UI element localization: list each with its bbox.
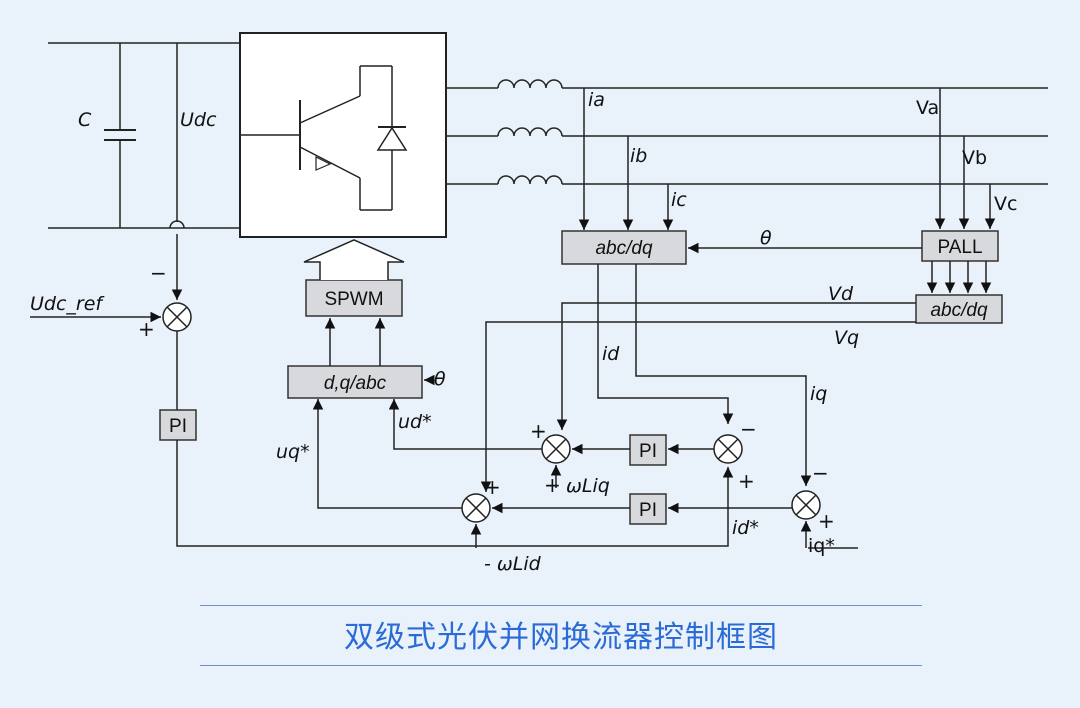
sign-plus-wliq: +	[544, 473, 561, 497]
ac-phases	[446, 79, 1048, 185]
gate-signal-arrow	[303, 239, 405, 280]
summer-iq	[791, 490, 821, 520]
id-star-label: id*	[732, 517, 759, 539]
sign-plus-iq: +	[818, 509, 835, 533]
iq-label: iq	[810, 383, 827, 405]
id-label: id	[602, 343, 620, 365]
wlid-label: - ωLid	[484, 553, 542, 575]
spwm-block	[305, 279, 403, 317]
summer-id	[713, 434, 743, 464]
abc-dq-voltage-block	[915, 294, 1003, 324]
sign-plus-id: +	[738, 469, 755, 493]
vb-label: Vb	[962, 147, 987, 169]
pall-block	[921, 230, 999, 262]
pi-dc-block	[159, 409, 197, 441]
caption-rule-bottom	[200, 665, 922, 666]
inverter-box	[239, 32, 447, 238]
sign-plus-uq: +	[484, 475, 501, 499]
dc-bus	[48, 42, 240, 300]
pi-q-block	[629, 493, 667, 525]
sign-minus-iq: −	[812, 461, 829, 485]
sign-plus-dc: +	[138, 317, 155, 341]
sign-minus-dc: −	[150, 261, 167, 285]
pi-q-label: PI	[639, 500, 657, 521]
vq-label: Vq	[834, 327, 859, 349]
abc-dq-current-block	[561, 230, 687, 265]
pi-d-block	[629, 434, 667, 466]
ic-label: ic	[671, 189, 687, 211]
ib-label: ib	[630, 145, 647, 167]
theta2-label: θ	[434, 368, 446, 390]
wliq-label: ωLiq	[566, 475, 610, 497]
abc-dq-current-label: abc/dq	[595, 238, 652, 259]
vc-label: Vc	[994, 193, 1017, 215]
ud-star-label: ud*	[398, 411, 432, 433]
pi-dc-label: PI	[169, 416, 187, 437]
spwm-label: SPWM	[324, 289, 383, 310]
caption-rule-top	[200, 605, 922, 606]
sign-plus-ud: +	[530, 419, 547, 443]
iq-star-label: iq*	[808, 535, 835, 557]
pi-d-label: PI	[639, 441, 657, 462]
udc-label: Udc	[180, 109, 217, 131]
theta-label: θ	[760, 227, 772, 249]
capacitor-label: C	[78, 109, 92, 131]
summer-dc	[162, 302, 192, 332]
sign-minus-id: −	[740, 417, 757, 441]
udc-ref-label: Udc_ref	[30, 293, 105, 315]
abc-dq-voltage-label: abc/dq	[930, 300, 987, 321]
pall-label: PALL	[937, 237, 982, 258]
uq-star-label: uq*	[276, 441, 310, 463]
vd-label: Vd	[828, 283, 854, 305]
dq-abc-label: d,q/abc	[324, 373, 387, 394]
ia-label: ia	[588, 89, 605, 111]
dq-abc-block	[287, 365, 423, 399]
figure-caption: 双级式光伏并网换流器控制框图	[344, 620, 778, 655]
va-label: Va	[916, 97, 939, 119]
